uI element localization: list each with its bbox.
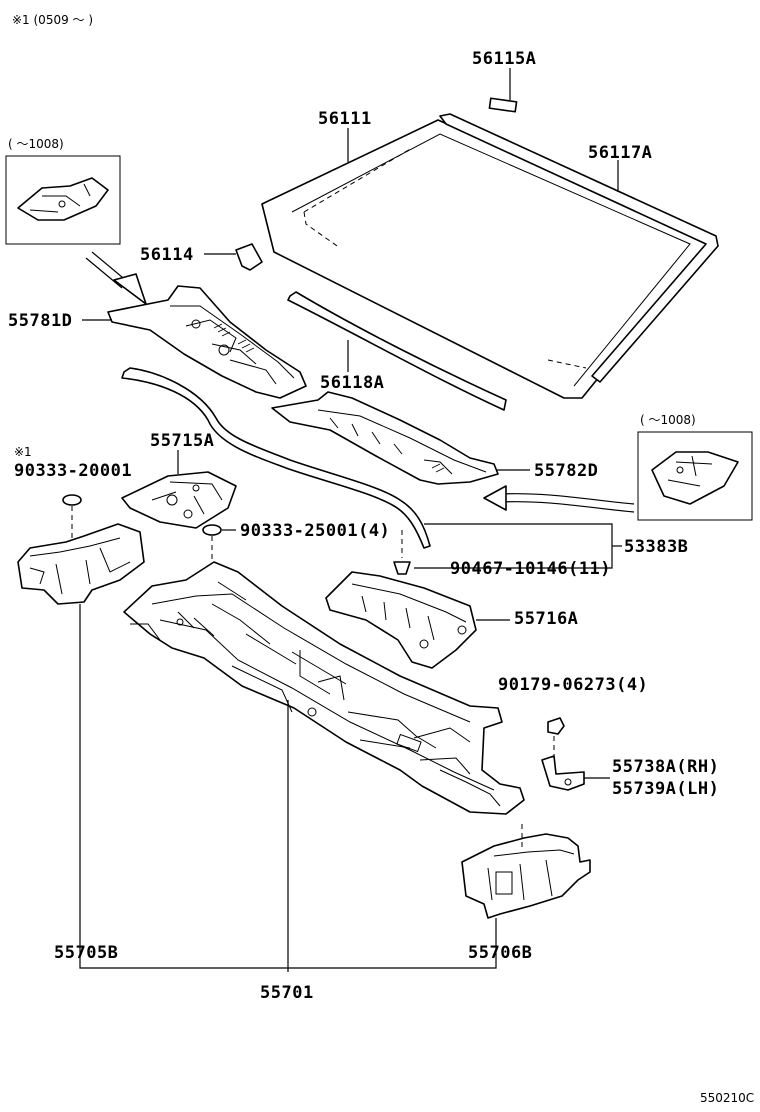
label-53383b: 53383B: [624, 537, 688, 557]
part-labels: 56115A 56111 56117A 56114 55781D 56118A …: [8, 49, 719, 1003]
clip-90467-10146: [393, 530, 411, 575]
label-55716a: 55716A: [514, 609, 578, 629]
nut-90179-06273: [547, 717, 565, 758]
spacer-56114: [235, 243, 263, 271]
arrow-left-inset: [85, 251, 147, 305]
panel-55716a: [325, 571, 477, 669]
inset-left: ( ～1008): [5, 137, 121, 245]
label-90333-25001: 90333-25001(4): [240, 521, 390, 541]
label-55706b: 55706B: [468, 943, 532, 963]
inset-right-frame: [637, 431, 753, 521]
seal-53383b: [121, 367, 431, 549]
label-55781d: 55781D: [8, 311, 72, 331]
header-note: ※1 (0509 ～ ): [12, 13, 93, 27]
lower-molding-56118a: [287, 291, 507, 411]
plug-90333-25001: [202, 524, 222, 640]
inset-right: ( ～1008): [637, 413, 753, 521]
arrow-right-inset: [483, 485, 635, 513]
label-55715a: 55715A: [150, 431, 214, 451]
label-56118a: 56118A: [320, 373, 384, 393]
label-55701: 55701: [260, 983, 314, 1003]
bracket-55706b: [461, 824, 591, 919]
label-55705b: 55705B: [54, 943, 118, 963]
windshield-molding: [439, 113, 719, 383]
windshield-glass: [261, 119, 711, 399]
leader-lines: [79, 68, 622, 972]
inset-left-frame: [5, 155, 121, 245]
louver-55781d: [107, 285, 307, 399]
label-56114: 56114: [140, 245, 194, 265]
diagram-code: 550210C: [700, 1091, 754, 1105]
label-note1: ※1: [14, 445, 32, 459]
inset-left-date: ( ～1008): [8, 137, 64, 151]
stopper-56115a: [488, 97, 518, 113]
label-56117a: 56117A: [588, 143, 652, 163]
label-90333-20001: 90333-20001: [14, 461, 132, 481]
bracket-55705b: [17, 523, 145, 605]
label-56115a: 56115A: [472, 49, 536, 69]
louver-55782d: [271, 391, 499, 485]
label-90467-10146: 90467-10146(11): [450, 559, 611, 579]
label-55738a: 55738A(RH): [612, 757, 719, 777]
inset-right-date: ( ～1008): [640, 413, 696, 427]
reinforcement-55715a: [121, 471, 237, 529]
label-55739a: 55739A(LH): [612, 779, 719, 799]
plug-90333-20001: [62, 494, 82, 540]
bracket-55738a: [541, 755, 585, 791]
label-56111: 56111: [318, 109, 372, 129]
label-90179-06273: 90179-06273(4): [498, 675, 648, 695]
cowl-panel-55701: [123, 561, 525, 815]
label-55782d: 55782D: [534, 461, 598, 481]
